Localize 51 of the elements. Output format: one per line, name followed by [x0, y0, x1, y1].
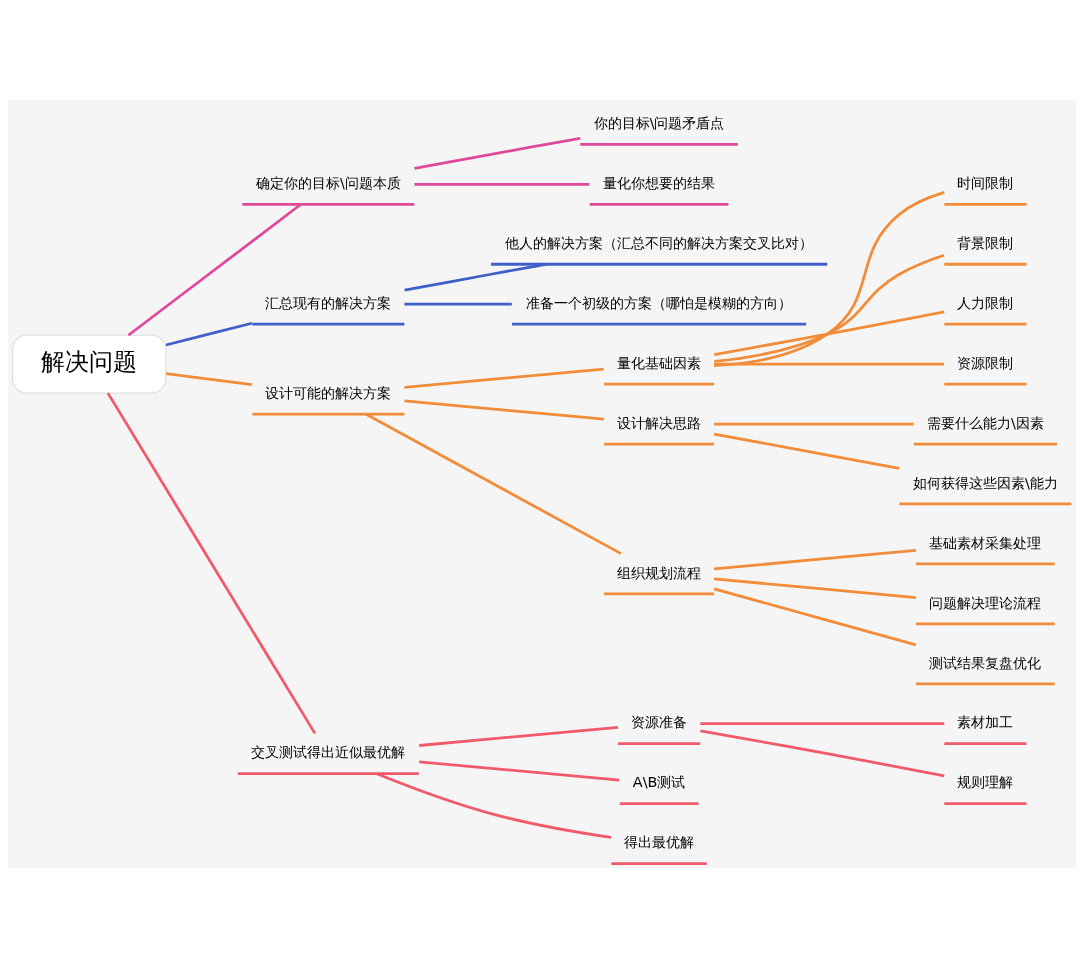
node-text: 问题解决理论流程 [929, 594, 1042, 611]
connector [414, 182, 590, 186]
node-text: 素材加工 [957, 714, 1014, 731]
connector [713, 577, 916, 599]
connector [713, 432, 900, 470]
connector [127, 203, 302, 337]
node-text: 时间限制 [957, 175, 1014, 192]
connector [714, 362, 945, 366]
node-text: 准备一个初级的方案（哪怕是模糊的方向） [526, 294, 793, 311]
node-text: 测试结果复盘优化 [929, 654, 1042, 671]
connector [419, 760, 620, 782]
connector [404, 367, 604, 389]
node-text: 需要什么能力\因素 [926, 414, 1044, 431]
connector [714, 253, 945, 363]
node-text: 设计解决思路 [617, 414, 702, 431]
connector [106, 392, 317, 735]
node-text: 组织规划流程 [617, 564, 702, 581]
node-text: 确定你的目标\问题本质 [255, 175, 401, 192]
node-text: 设计可能的解决方案 [265, 384, 392, 401]
node-text: 人力限制 [957, 294, 1014, 311]
node-text: A\B测试 [632, 774, 686, 791]
node-text: 量化基础因素 [617, 354, 702, 371]
node-text: 你的目标\问题矛盾点 [593, 115, 725, 132]
connector [713, 587, 917, 647]
connector [365, 413, 622, 555]
connector [376, 772, 612, 839]
connector [404, 262, 546, 292]
node-box: 解决问题 [12, 334, 167, 394]
connector [419, 726, 619, 747]
connector [700, 722, 945, 726]
connector [700, 729, 945, 778]
node-text: 他人的解决方案（汇总不同的解决方案交叉比对） [505, 235, 814, 252]
node-text: 基础素材采集处理 [929, 534, 1042, 551]
connector [713, 548, 916, 571]
node-text: 规则理解 [957, 774, 1014, 791]
node-text: 背景限制 [957, 235, 1014, 252]
node-text: 量化你想要的结果 [603, 175, 716, 192]
node-text: 如何获得这些因素\能力 [912, 474, 1058, 491]
connector [714, 191, 945, 367]
connector [414, 136, 581, 170]
node-text: 资源准备 [631, 714, 688, 731]
connector [714, 310, 945, 356]
connector [714, 422, 914, 426]
node-text: 得出最优解 [624, 834, 695, 851]
node-text: 资源限制 [957, 354, 1014, 371]
node-text: 汇总现有的解决方案 [265, 294, 392, 311]
connector [165, 321, 253, 347]
node-text: 交叉测试得出近似最优解 [251, 744, 406, 761]
connector [404, 302, 512, 306]
connector [165, 372, 253, 386]
connector [404, 399, 604, 421]
